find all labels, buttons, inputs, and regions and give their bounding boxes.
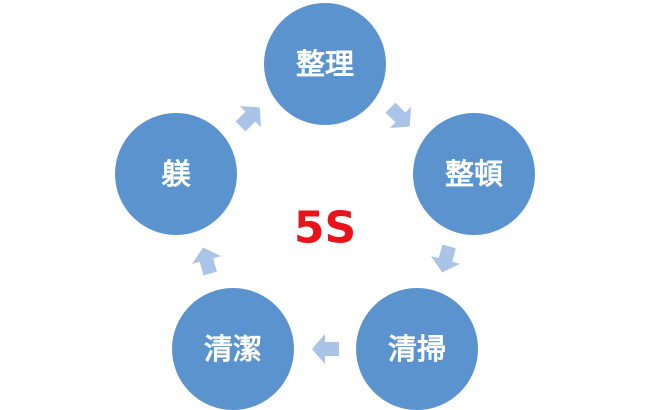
- node-shitsuke-label: 躾: [160, 157, 191, 191]
- node-seiton-label: 整頓: [445, 157, 503, 191]
- node-seiketsu-label: 清潔: [204, 332, 262, 366]
- node-seiso: 清掃: [356, 288, 478, 410]
- arrow-seiketsu-to-shitsuke: [191, 247, 221, 276]
- arrow-seiton-to-seiso: [430, 244, 460, 273]
- arrow-seiri-to-seiton: [385, 102, 412, 129]
- arrow-seiso-to-seiketsu: [312, 334, 339, 364]
- node-seiri: 整理: [264, 3, 386, 125]
- node-seiton: 整頓: [413, 113, 535, 235]
- node-seiso-label: 清掃: [388, 332, 446, 366]
- node-seiri-label: 整理: [296, 47, 354, 81]
- arrow-shitsuke-to-seiri: [235, 105, 262, 132]
- node-shitsuke: 躾: [115, 113, 237, 235]
- node-seiketsu: 清潔: [172, 288, 294, 410]
- cycle-arrows: [191, 102, 460, 364]
- center-title: 5S: [294, 203, 356, 254]
